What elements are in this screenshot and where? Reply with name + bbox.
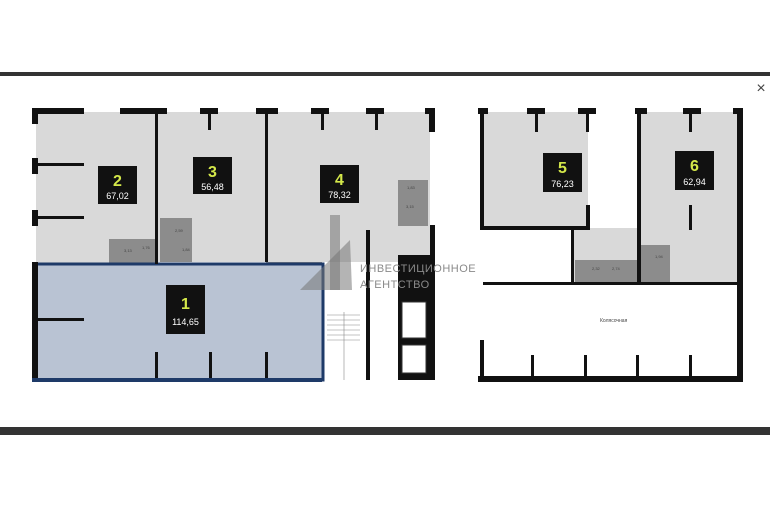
modal-top-border [0, 72, 770, 76]
svg-text:2,74: 2,74 [612, 266, 621, 271]
watermark: ИНВЕСТИЦИОННОЕ АГЕНТСТВО [300, 215, 476, 291]
svg-text:114,65: 114,65 [172, 317, 199, 327]
svg-text:3: 3 [208, 164, 217, 181]
svg-text:1,76: 1,76 [142, 245, 151, 250]
svg-text:3,13: 3,13 [124, 248, 133, 253]
svg-text:1,94: 1,94 [655, 254, 664, 259]
unit-1-label[interactable]: 1 114,65 [166, 285, 205, 334]
bathroom [575, 260, 638, 282]
svg-text:АГЕНТСТВО: АГЕНТСТВО [360, 279, 430, 291]
svg-text:3,15: 3,15 [406, 204, 415, 209]
unit-3-label[interactable]: 3 56,48 [193, 157, 232, 194]
stroller-room-label: Колясочная [600, 318, 628, 324]
svg-text:76,23: 76,23 [551, 179, 574, 189]
unit-5-label[interactable]: 5 76,23 [543, 153, 582, 192]
svg-text:2: 2 [113, 173, 122, 190]
svg-text:62,94: 62,94 [683, 177, 706, 187]
unit-6-label[interactable]: 6 62,94 [675, 151, 714, 190]
svg-text:ИНВЕСТИЦИОННОЕ: ИНВЕСТИЦИОННОЕ [360, 263, 476, 275]
unit-2-label[interactable]: 2 67,02 [98, 166, 137, 204]
svg-text:4: 4 [335, 172, 344, 189]
svg-text:2,59: 2,59 [175, 228, 184, 233]
close-icon[interactable]: × [756, 80, 766, 97]
bathroom [109, 239, 157, 264]
svg-text:5: 5 [558, 160, 567, 177]
bathroom [160, 218, 192, 262]
modal-bottom-border [0, 427, 770, 435]
bathroom [398, 180, 428, 226]
svg-text:1,83: 1,83 [407, 185, 416, 190]
svg-text:2,32: 2,32 [592, 266, 601, 271]
bathroom [640, 245, 670, 282]
svg-text:67,02: 67,02 [106, 191, 129, 201]
svg-text:78,32: 78,32 [328, 190, 351, 200]
svg-text:56,48: 56,48 [201, 182, 224, 192]
walls [32, 108, 743, 382]
svg-text:1: 1 [181, 296, 190, 313]
svg-text:1,84: 1,84 [182, 247, 191, 252]
unit-4-label[interactable]: 4 78,32 [320, 165, 359, 203]
svg-text:6: 6 [690, 158, 699, 175]
